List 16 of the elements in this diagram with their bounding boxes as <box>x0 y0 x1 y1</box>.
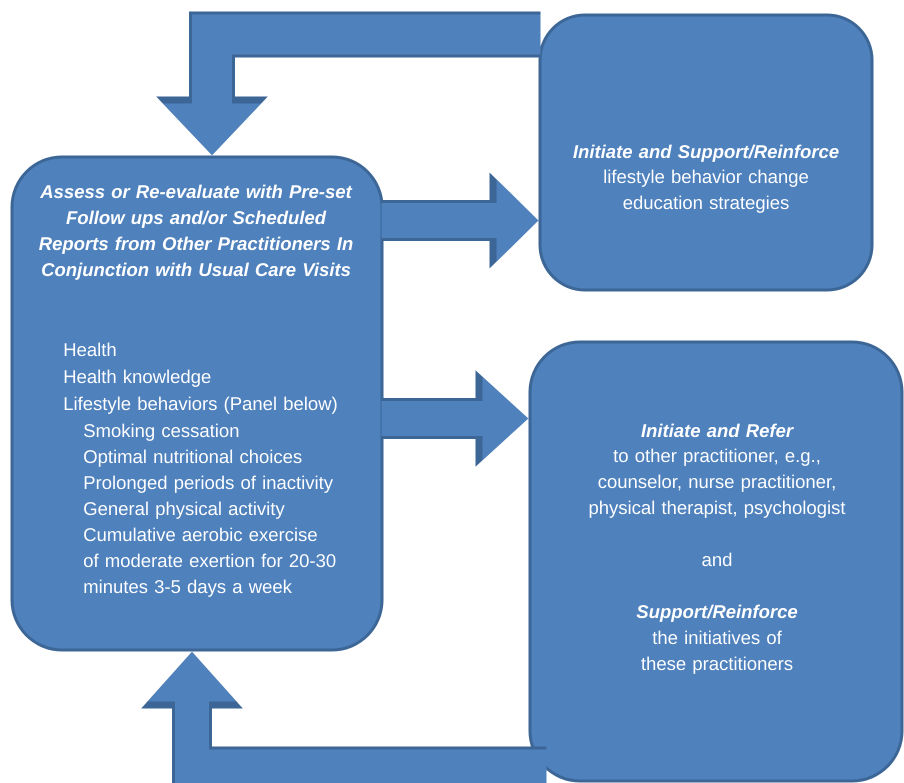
list-item: General physical activity <box>84 502 285 519</box>
body-text: and <box>702 552 732 566</box>
list-item: Optimal nutritional choices <box>84 450 302 467</box>
list-item: Smoking cessation <box>84 424 238 441</box>
list-item: Health knowledge <box>64 370 210 387</box>
body-text: to other practitioner, e.g., counselor, nurse practitioner, physical therapist, psychologist <box>590 448 846 518</box>
list-item: Prolonged periods of inactivity <box>84 476 333 493</box>
heading-text: Initiate and Refer <box>641 424 794 438</box>
list-item: Health <box>64 342 116 356</box>
heading-text: Assess or Re-evaluate with Pre-set Follow ups and/or Scheduled Reports from Other Practitioners In Conjunction with Usual Care Visits <box>39 184 352 280</box>
list-item: Lifestyle behaviors (Panel below) <box>64 396 337 414</box>
body-text: lifestyle behavior change education strategies <box>604 170 808 213</box>
heading-text: Support/Reinforce <box>636 604 798 622</box>
body-text: the initiatives of these practitioners <box>641 630 792 674</box>
list-item: Cumulative aerobic exercise of moderate exertion for 20-30 minutes 3-5 days a week <box>84 528 336 597</box>
heading-text: Initiate and Support/Reinforce <box>573 144 839 162</box>
